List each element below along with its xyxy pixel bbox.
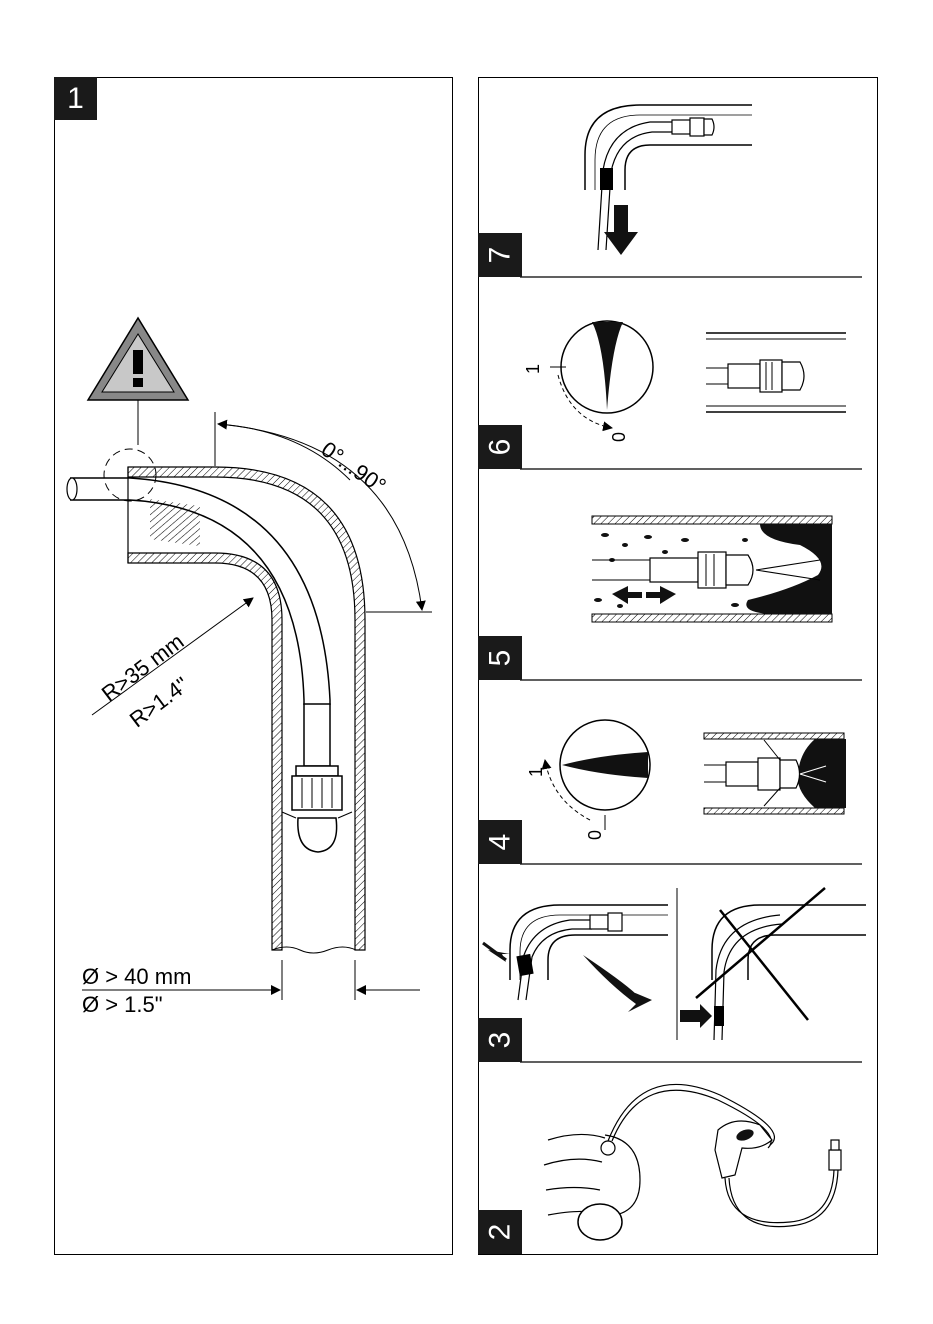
pipe-bend	[67, 467, 365, 953]
dial6-zero: 0	[610, 432, 628, 442]
step-badge-5: 5	[478, 636, 522, 680]
dial4-zero: 0	[586, 830, 604, 840]
step-badge-3: 3	[478, 1018, 522, 1062]
step3-illustration	[483, 888, 866, 1040]
step6-illustration	[550, 321, 846, 428]
step4-illustration	[545, 720, 846, 830]
direction-arrow-icon	[604, 205, 638, 255]
dial4-one: 1	[527, 767, 545, 777]
step-badge-7: 7	[478, 233, 522, 277]
warning-triangle-icon	[88, 318, 188, 445]
step5-illustration	[592, 516, 832, 622]
dial6-one: 1	[524, 364, 542, 374]
diameter-mm-label: Ø > 40 mm	[82, 966, 191, 988]
step-badge-4: 4	[478, 820, 522, 864]
step-badge-2: 2	[478, 1210, 522, 1254]
step-badge-6: 6	[478, 425, 522, 469]
diameter-in-label: Ø > 1.5"	[82, 994, 163, 1016]
step7-illustration	[585, 105, 752, 255]
step2-illustration	[544, 1084, 841, 1240]
